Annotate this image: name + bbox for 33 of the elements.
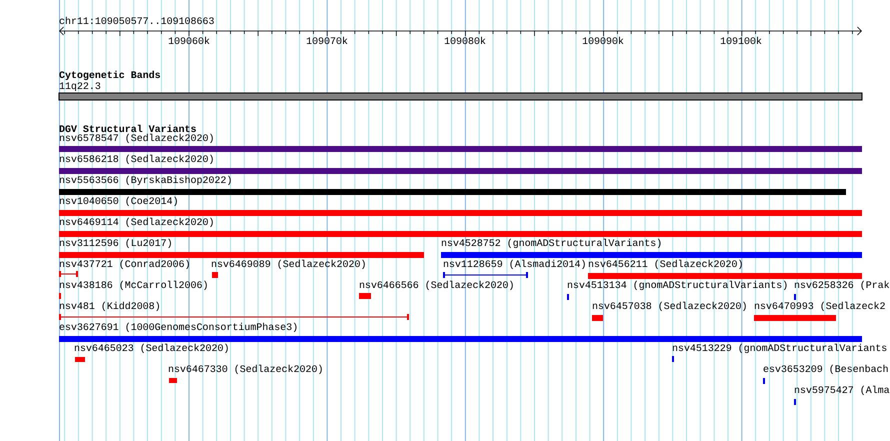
tick-label: 109080k [444,36,486,44]
tick-label: 109090k [582,36,624,44]
tick-label: 109060k [168,36,210,44]
variant-label: esv3653209 (Besenbach [764,364,888,374]
variant-label: nsv6469114 (Sedlazeck2020) [60,218,213,228]
variant-label: nsv6258326 (Prak [794,280,890,290]
variant-label: nsv6469089 (Sedlazeck2020) [212,260,365,270]
variant-label: nsv6465023 (Sedlazeck2020) [74,344,228,354]
variant-label: nsv1040650 (Coe2014) [60,196,177,206]
band-label: 11q22.3 [60,82,100,92]
tick-label: 109070k [306,36,348,44]
variant-label: nsv6456211 (Sedlazeck2020) [588,260,742,270]
variant-label: nsv438186 (McCarroll2006) [60,280,207,290]
variant-label: nsv6586218 (Sedlazeck2020) [60,154,213,164]
coordinate-label: chr11:109050577..109108663 [60,16,214,24]
variant-label: nsv4513134 (gnomADStructuralVariants) [568,280,786,290]
variant-label: nsv3112596 (Lu2017) [60,238,171,248]
variant-label: nsv6467330 (Sedlazeck2020) [168,364,322,374]
tick-label: 109100k [720,36,762,44]
variant-label: nsv4513229 (gnomADStructuralVariants [672,344,886,354]
variant-label: nsv481 (Kidd2008) [60,302,159,312]
variant-label: nsv5563566 (ByrskaBishop2022) [60,176,231,186]
variant-label: nsv6470993 (Sedlazeck2 [754,302,885,312]
variant-label: nsv5975427 (Alma [794,386,890,396]
variant-label: nsv6457038 (Sedlazeck2020) [592,302,746,312]
variant-label: nsv6466566 (Sedlazeck2020) [360,280,513,290]
variant-label: nsv6578547 (Sedlazeck2020) [60,134,213,144]
variant-label: nsv1128659 (Alsmadi2014) [444,260,585,270]
variant-label: esv3627691 (1000GenomesConsortiumPhase3) [60,322,296,332]
track-heading: Cytogenetic Bands [59,70,160,80]
track-heading: DGV Structural Variants [60,124,196,132]
variant-label: nsv437721 (Conrad2006) [60,260,189,270]
variant-label: nsv4528752 (gnomADStructuralVariants) [442,238,660,248]
